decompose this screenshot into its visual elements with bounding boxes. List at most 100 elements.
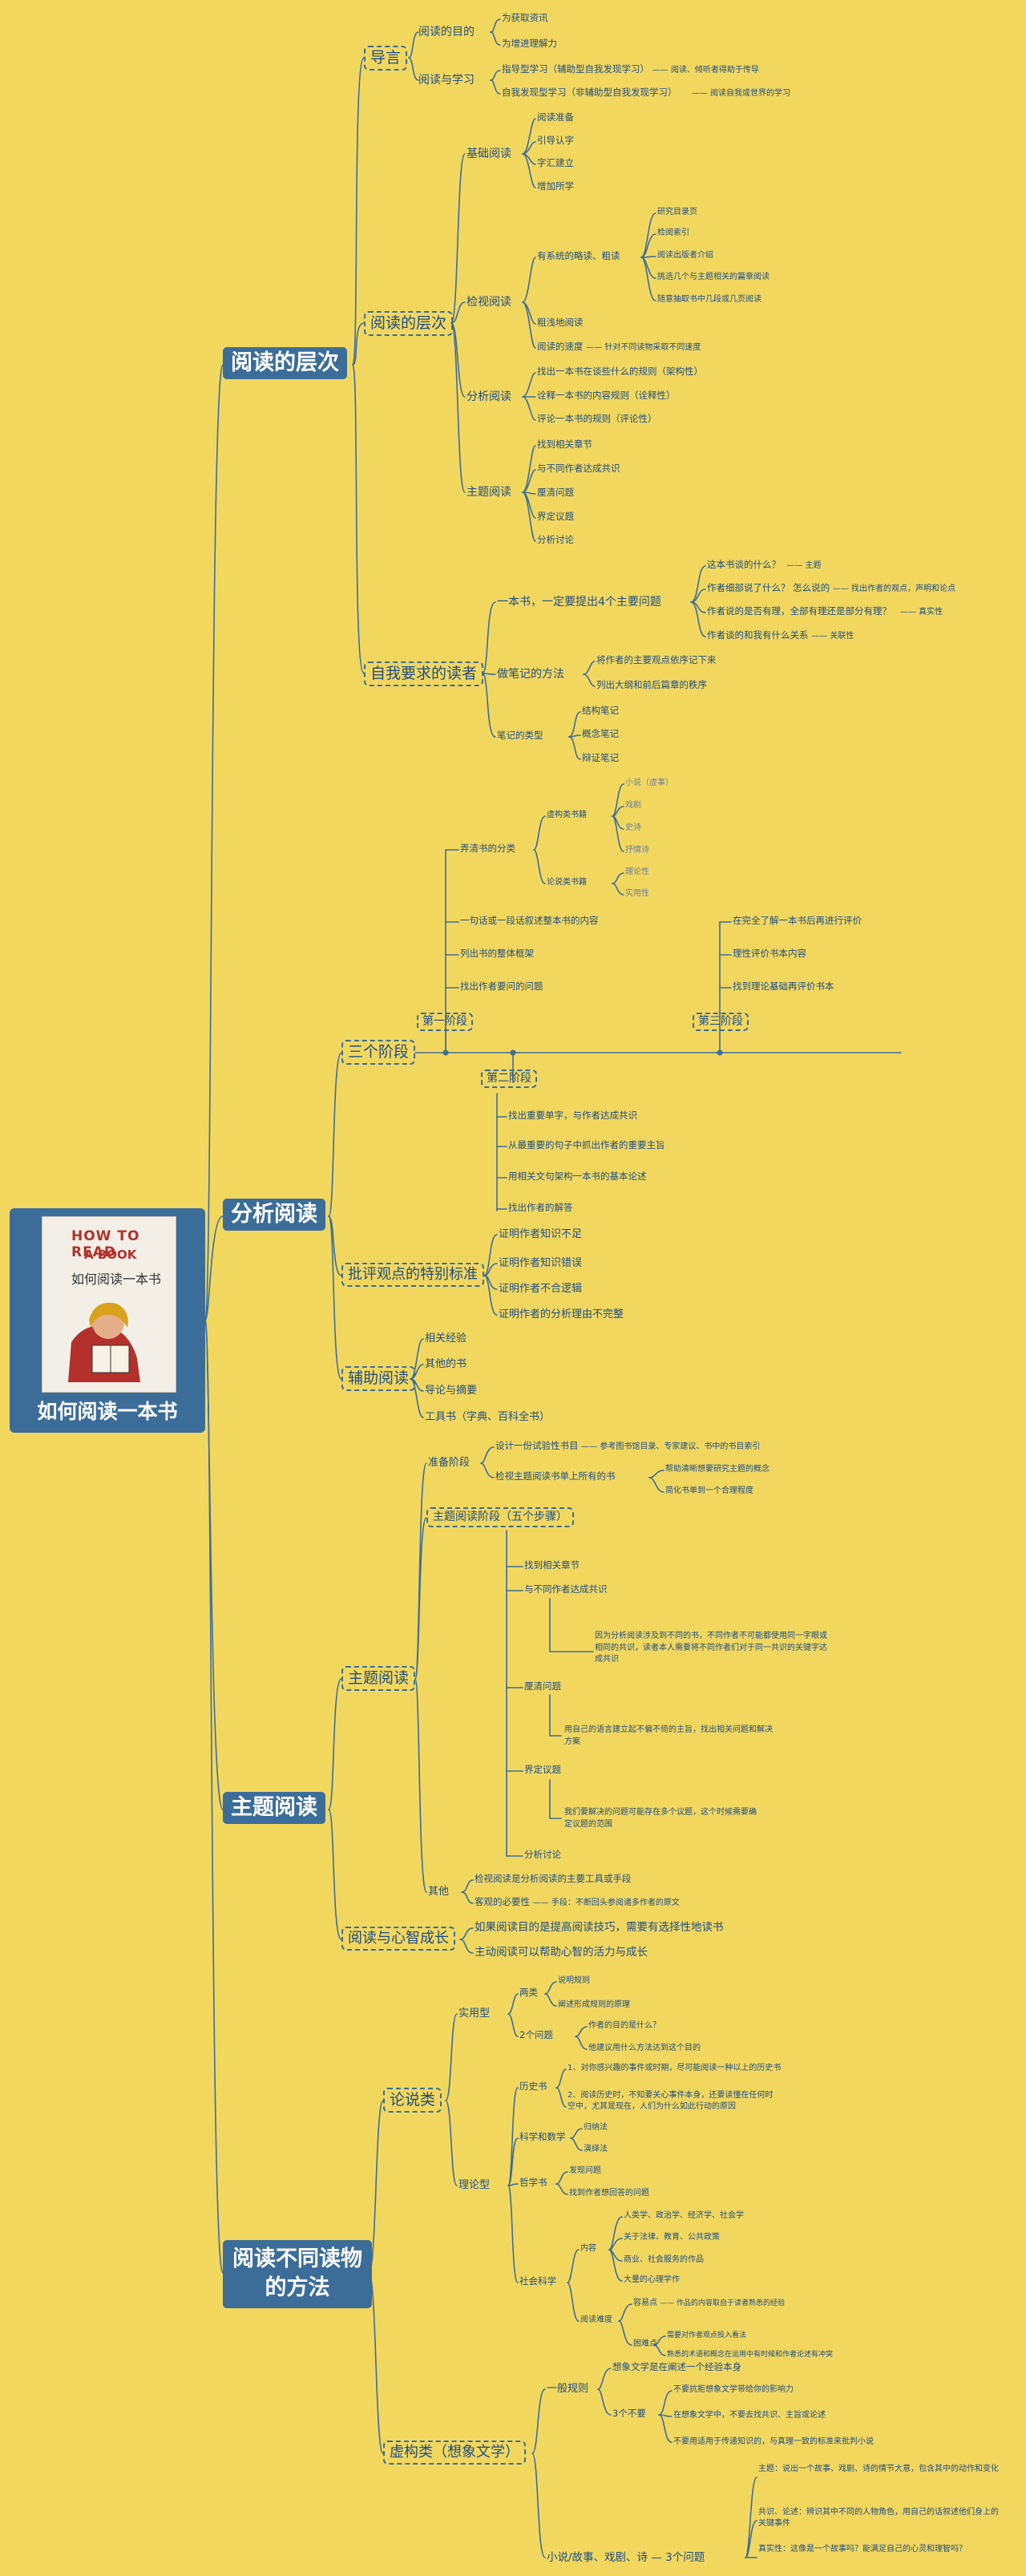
node-mind-growth[interactable]: 阅读与心智成长 [341,1927,455,1951]
leaf-vocabulary[interactable]: 字汇建立 [537,157,574,168]
node-hard-point[interactable]: 困难点 [633,2339,657,2348]
node-five-steps[interactable]: 主题阅读阶段（五个步骤） [426,1507,574,1527]
leaf-content-1[interactable]: 人类学、政治学、经济学、社会学 [624,2211,744,2220]
node-history[interactable]: 历史书 [519,2081,547,2092]
leaf-terms-argument[interactable]: 共识、论述：辨识其中不同的人物角色，用自己的话叙述他们身上的关键事件 [758,2508,999,2528]
leaf-dont-3[interactable]: 不要用适用于传递知识的，与真理一致的标准来批判小说 [673,2437,874,2446]
node-classify-book[interactable]: 弄清书的分类 [460,843,515,854]
node-three-donts[interactable]: 3个不要 [612,2408,646,2419]
leaf-related-experience[interactable]: 相关经验 [425,1332,467,1345]
node-syntopical-reading[interactable]: 主题阅读 [467,486,511,499]
leaf-purpose-understanding[interactable]: 为增进理解力 [502,38,557,49]
leaf-basic-argument[interactable]: 用相关文句架构一本书的基本论述 [508,1171,647,1182]
leaf-author-answer[interactable]: 找到作者想回答的问题 [569,2189,649,2198]
leaf-history-1[interactable]: 1、对你感兴趣的事件或时期，尽可能阅读一种以上的历史书 [568,2064,782,2073]
leaf-question-3[interactable]: 作者说的是否有理，全部有理还是部分有理？ —— 真实性 [707,605,943,617]
leaf-dont-1[interactable]: 不要抗拒想象文学带给你的影响力 [673,2385,794,2394]
leaf-step-questions[interactable]: 厘清问题 [524,1680,561,1692]
leaf-hard-1[interactable]: 需要对作者观点投入看法 [667,2331,747,2339]
node-philosophy[interactable]: 哲学书 [519,2177,547,2188]
leaf-clarify-questions[interactable]: 厘清问题 [537,487,574,498]
leaf-uninformed[interactable]: 证明作者知识不足 [499,1228,583,1240]
branch-reading-levels[interactable]: 阅读的层次 [223,347,347,380]
node-two-kinds[interactable]: 两类 [519,1987,538,1998]
leaf-study-toc[interactable]: 研究目录页 [657,208,697,216]
leaf-reading-speed[interactable]: 阅读的速度 —— 针对不同读物采取不同速度 [537,341,701,352]
leaf-note-outline[interactable]: 列出大纲和前后篇章的秩序 [596,679,707,690]
node-fiction-books[interactable]: 虚构类书籍 [547,811,587,819]
leaf-self-learning[interactable]: 自我发现型学习（非辅助型自我发现学习） —— 阅读自我或世界的学习 [502,87,790,98]
leaf-illogical[interactable]: 证明作者不合逻辑 [499,1283,583,1295]
leaf-pick-chapters[interactable]: 挑选几个与主题相关的篇章阅读 [657,273,770,281]
node-expository[interactable]: 论说类 [383,2088,442,2113]
leaf-author-solutions[interactable]: 找出作者的解答 [508,1202,573,1213]
leaf-note-main-points[interactable]: 将作者的主要观点依序记下来 [596,654,717,665]
node-levels[interactable]: 阅读的层次 [364,311,454,336]
leaf-evaluate-after[interactable]: 在完全了解一本书后再进行评价 [733,915,862,926]
leaf-conceptual-notes[interactable]: 概念笔记 [582,728,619,739]
leaf-publisher-intro[interactable]: 阅读出版者介绍 [657,251,713,260]
leaf-active-reading[interactable]: 主动阅读可以帮助心智的活力与成长 [475,1946,648,1959]
leaf-misinformed[interactable]: 证明作者知识错误 [499,1257,583,1269]
node-stage-1[interactable]: 第一阶段 [417,1013,473,1031]
leaf-induction[interactable]: 归纳法 [584,2123,608,2132]
node-difficulty[interactable]: 阅读难度 [580,2315,612,2324]
leaf-structure-rules[interactable]: 找出一本书在谈些什么的规则（架构性） [537,366,703,377]
node-imaginative[interactable]: 虚构类（想象文学） [383,2441,526,2465]
leaf-guided-learning[interactable]: 指导型学习（辅助型自我发现学习） —— 阅读、倾听者得助于传导 [502,63,759,75]
leaf-author-goal[interactable]: 作者的目的是什么？ [588,2021,660,2030]
leaf-dialectical-notes[interactable]: 辩证笔记 [582,752,619,763]
leaf-drama[interactable]: 戏剧 [625,801,641,810]
leaf-step-find[interactable]: 找到相关章节 [524,1559,580,1571]
node-stage-3[interactable]: 第三阶段 [693,1013,749,1031]
leaf-reduce-list[interactable]: 简化书单到一个合理程度 [665,1486,753,1495]
leaf-other-books[interactable]: 其他的书 [425,1358,467,1370]
node-inspect-books[interactable]: 检视主题阅读书单上所有的书 [495,1470,616,1482]
node-introduction[interactable]: 导言 [364,46,408,71]
leaf-incomplete[interactable]: 证明作者的分析理由不完整 [499,1308,624,1320]
leaf-key-sentences[interactable]: 从最重要的句子中抓出作者的重要主旨 [508,1139,665,1151]
leaf-author-questions[interactable]: 找出作者要问的问题 [460,981,543,992]
branch-analytical-reading[interactable]: 分析阅读 [223,1199,325,1231]
node-reading-learning[interactable]: 阅读与学习 [418,74,475,87]
leaf-find-problem[interactable]: 发现问题 [569,2166,601,2175]
leaf-interpret-rules[interactable]: 诠释一本书的内容规则（诠释性） [537,390,676,401]
leaf-epic[interactable]: 史诗 [625,823,641,832]
leaf-reach-terms[interactable]: 与不同作者达成共识 [537,463,620,474]
node-three-stages[interactable]: 三个阶段 [341,1040,416,1065]
leaf-objectivity[interactable]: 客观的必要性 —— 手段：不断回头参阅诸多作者的原文 [475,1896,680,1907]
leaf-theoretical[interactable]: 理论性 [625,867,649,876]
leaf-content-3[interactable]: 商业、社会服务的作品 [624,2255,704,2264]
leaf-inspect-tool[interactable]: 检视阅读是分析阅读的主要工具或手段 [475,1873,632,1884]
leaf-lyric[interactable]: 抒情诗 [625,846,649,855]
leaf-random-pages[interactable]: 随意抽取书中几段或几页阅读 [657,295,761,304]
node-content[interactable]: 内容 [580,2244,596,2253]
node-expository-books[interactable]: 论说类书籍 [547,878,587,887]
leaf-truth[interactable]: 真实性：这像是一个故事吗？能满足自己的心灵和理智吗？ [758,2545,967,2554]
node-three-questions[interactable]: 小说/故事、戏剧、诗 — 3个问题 [547,2551,705,2564]
leaf-reading-prep[interactable]: 阅读准备 [537,111,574,123]
branch-syntopical-reading[interactable]: 主题阅读 [223,1792,325,1825]
node-elementary-reading[interactable]: 基础阅读 [467,148,511,160]
node-preparation[interactable]: 准备阶段 [428,1457,471,1469]
leaf-author-method[interactable]: 他建议用什么方法达到这个目的 [588,2044,701,2052]
leaf-define-issues[interactable]: 界定议题 [537,511,574,522]
leaf-explain-rules[interactable]: 说明规则 [558,1976,590,1985]
node-practical[interactable]: 实用型 [458,2008,491,2020]
leaf-word-recognition[interactable]: 引导认字 [537,135,574,146]
leaf-structural-notes[interactable]: 结构笔记 [582,705,619,716]
leaf-clarify-concept[interactable]: 帮助清晰想要研究主题的概念 [665,1465,770,1474]
node-inspectional-reading[interactable]: 检视阅读 [467,296,511,309]
leaf-experience[interactable]: 想象文学是在阐述一个经验本身 [612,2361,741,2372]
leaf-introductions[interactable]: 导论与摘要 [425,1385,478,1397]
branch-different-readings[interactable]: 阅读不同读物 的方法 [223,2240,372,2308]
leaf-question-2[interactable]: 作者细部说了什么？ 怎么说的 —— 找出作者的观点，声明和论点 [707,582,955,593]
leaf-key-words[interactable]: 找出重要单字，与作者达成共识 [508,1110,637,1121]
node-science-math[interactable]: 科学和数学 [519,2131,566,2142]
leaf-deduction[interactable]: 演绎法 [584,2145,608,2153]
node-reading-purpose[interactable]: 阅读的目的 [418,26,475,38]
root-node[interactable]: HOW TO READ A BOOK 如何阅读一本书 如何阅读一本书 [10,1208,205,1433]
leaf-selective-reading[interactable]: 如果阅读目的是提高阅读技巧，需要有选择性地读书 [475,1921,724,1934]
leaf-rational-evaluation[interactable]: 理性评价书本内容 [733,948,806,959]
leaf-novel[interactable]: 小说（虚事） [625,778,673,787]
